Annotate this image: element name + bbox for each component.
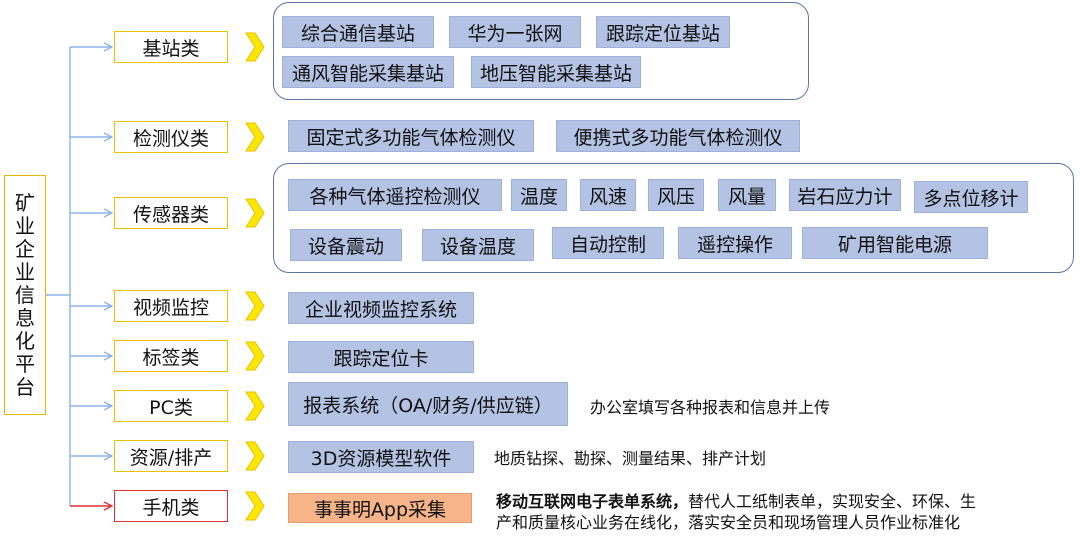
- category-sensor: 传感器类: [114, 197, 228, 229]
- category-base: 基站类: [114, 31, 228, 63]
- chevron-right-icon: [245, 491, 265, 521]
- item-sensor-smart-power: 矿用智能电源: [802, 227, 988, 259]
- root-char: 化: [15, 328, 35, 353]
- item-tag-tracking-card: 跟踪定位卡: [288, 341, 474, 373]
- item-base-pressure: 地压智能采集基站: [471, 56, 641, 88]
- item-instrument-fixed: 固定式多功能气体检测仪: [288, 120, 534, 152]
- chevron-right-icon: [245, 341, 265, 371]
- category-resource: 资源/排产: [114, 440, 228, 472]
- item-mobile-app: 事事明App采集: [288, 493, 472, 523]
- chevron-right-icon: [245, 291, 265, 321]
- item-sensor-remote-operation: 遥控操作: [678, 227, 792, 259]
- note-mobile-text1: 替代人工纸制表单，实现安全、环保、生: [688, 492, 977, 511]
- item-base-comprehensive: 综合通信基站: [282, 16, 434, 48]
- item-sensor-rock-stress: 岩石应力计: [789, 179, 901, 211]
- item-sensor-gas: 各种气体遥控检测仪: [288, 179, 502, 211]
- item-sensor-temp: 温度: [511, 179, 567, 211]
- item-sensor-air-volume: 风量: [718, 179, 776, 211]
- item-sensor-displacement: 多点位移计: [914, 181, 1028, 213]
- root-char: 台: [15, 374, 35, 399]
- chevron-right-icon: [245, 391, 265, 421]
- note-mobile-line2: 产和质量核心业务在线化，落实安全员和现场管理人员作业标准化: [496, 513, 961, 532]
- item-base-tracking: 跟踪定位基站: [596, 16, 730, 48]
- note-resource: 地质钻探、勘探、测量结果、排产计划: [494, 449, 767, 468]
- note-pc: 办公室填写各种报表和信息并上传: [590, 398, 831, 417]
- note-mobile-bold: 移动互联网电子表单系统，: [496, 492, 689, 511]
- item-video-system: 企业视频监控系统: [288, 292, 474, 324]
- root-char: 息: [15, 305, 35, 330]
- category-tag: 标签类: [114, 340, 228, 372]
- category-video: 视频监控: [114, 290, 228, 322]
- item-resource-3d-model: 3D资源模型软件: [288, 441, 474, 473]
- chevron-right-icon: [245, 441, 265, 471]
- item-instrument-portable: 便携式多功能气体检测仪: [556, 120, 800, 152]
- item-sensor-wind-speed: 风速: [580, 179, 636, 211]
- category-pc: PC类: [114, 390, 228, 422]
- note-mobile-line1: 移动互联网电子表单系统，替代人工纸制表单，实现安全、环保、生: [496, 491, 1076, 512]
- chevron-right-icon: [245, 122, 265, 152]
- item-base-huawei: 华为一张网: [449, 16, 581, 48]
- item-sensor-vibration: 设备震动: [290, 229, 402, 261]
- item-base-ventilation: 通风智能采集基站: [282, 56, 454, 88]
- item-pc-report-system: 报表系统（OA/财务/供应链）: [288, 382, 568, 426]
- root-char: 矿: [15, 190, 35, 215]
- item-sensor-wind-pressure: 风压: [648, 179, 704, 211]
- chevron-right-icon: [245, 198, 265, 228]
- root-char: 企: [15, 236, 35, 261]
- root-char: 信: [15, 282, 35, 307]
- category-instrument: 检测仪类: [114, 121, 228, 153]
- root-char: 业: [15, 259, 35, 284]
- item-sensor-auto-control: 自动控制: [552, 227, 664, 259]
- category-mobile: 手机类: [114, 490, 228, 522]
- chevron-right-icon: [245, 32, 265, 62]
- item-sensor-equipment-temp: 设备温度: [422, 229, 534, 261]
- root-node: 矿 业 企 业 信 息 化 平 台: [4, 175, 46, 415]
- root-char: 业: [15, 213, 35, 238]
- root-char: 平: [15, 351, 35, 376]
- note-mobile: 移动互联网电子表单系统，替代人工纸制表单，实现安全、环保、生 产和质量核心业务在…: [496, 491, 1076, 533]
